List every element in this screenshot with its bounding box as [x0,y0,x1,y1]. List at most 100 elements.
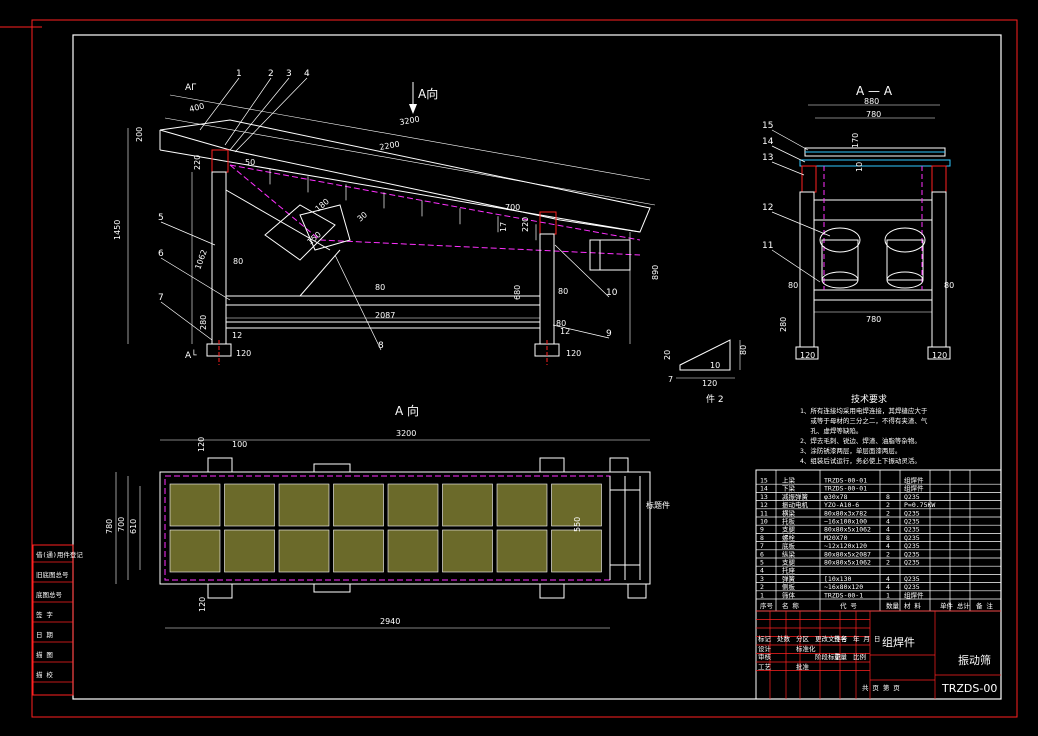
group-label: 组焊件 [882,635,915,649]
tech-note-line: 1、所有连接均采用电焊连接，其焊缝应大于 [800,406,928,415]
title-cell: 处数 [777,634,791,643]
title-cell: 签名 [834,634,847,643]
bom-code: 80x80x5x1062 [824,526,871,534]
line [771,129,809,151]
left-strip-label: 借(通)用件登记 [36,550,83,559]
line [334,254,382,351]
tech-note-line: 孔、虚焊等缺陷。 [800,426,862,435]
bom-mat: 组焊件 [904,476,924,485]
bom-code: 80x80x3x782 [824,509,867,517]
screen-mesh-panel [442,529,493,573]
bom-h-remark: 备 注 [976,601,993,610]
tech-note-line: 3、涂防锈漆两层，单层面漆两层。 [800,446,901,455]
bom-h-code: 代 号 [840,601,857,610]
vibration-motor-left [819,227,861,289]
side-callout-10: 10 [606,288,618,298]
line [552,324,610,339]
bom-no: 9 [760,526,764,534]
bom-mat: Q235 [904,493,920,501]
bom-name: 托板 [782,517,796,526]
section-callout-11: 11 [762,241,773,251]
title-cell: 标准化 [796,644,816,653]
side-callout-3: 3 [286,69,292,79]
bom-code: ~12x120x120 [824,542,867,550]
line [160,301,213,341]
side-dim-280: 280 [199,315,208,330]
inner-frame [72,34,1002,700]
bom-name: 横梁 [782,508,796,517]
line [224,77,272,146]
bom-no: 3 [760,575,764,583]
left-strip-label: 旧底图总号 [36,570,69,579]
side-dim-12: 12 [560,327,570,336]
bom-code: ~16x80x120 [824,583,863,591]
part2-label: 件 2 [706,393,724,405]
side-dim-50: 50 [245,158,255,167]
plan-dim-120: 120 [197,437,206,452]
bom-name: 纵梁 [782,549,796,558]
tech-note-line: 2、焊去毛刺、锐边、焊渣、油脂等杂物。 [800,436,921,445]
side-dim-3200: 3200 [399,115,421,127]
section-mark-bottom: A└ [185,349,197,361]
tech-requirements: 1、所有连接均采用电焊连接，其焊缝应大于 或等于母材的三分之二，不得有夹渣、气 … [800,406,928,465]
bom-no: 15 [760,477,768,485]
side-dim-80: 80 [556,319,566,328]
plan-dim-780: 780 [105,519,114,534]
section-callout-15: 15 [762,121,773,131]
side-callout-1: 1 [236,69,242,79]
side-callout-5: 5 [158,213,164,223]
bom-name: 振动电机 [782,500,809,509]
section-dim-10: 10 [855,162,864,172]
bom-code: TRZDS-00-01 [824,477,867,485]
bom-name: 托座 [782,566,796,575]
bom-code: M20X70 [824,534,848,542]
side-dim-80: 80 [558,287,568,296]
bom-no: 6 [760,550,764,558]
side-dim-700: 700 [505,203,520,212]
screen-mesh-panel [551,529,602,573]
bom-qty: 4 [886,542,890,550]
scale-row: 共 页 第 页 [862,683,900,692]
line [160,221,216,246]
bom-code: [10x130 [824,575,851,583]
side-dim-220: 220 [521,217,530,232]
side-dim-2200: 2200 [379,140,401,152]
bom-qty: 2 [886,550,890,558]
part2-dim-20: 20 [663,350,672,360]
title-cell: 更改文件号 [815,634,848,643]
line [771,161,805,176]
bom-h-mat: 材 料 [904,601,921,610]
screen-mesh-panel [224,529,275,573]
part2-dim-120: 120 [702,379,717,388]
section-dim-80: 80 [788,281,798,290]
screen-mesh-panel [169,483,221,527]
left-strip-label: 描 校 [36,670,53,679]
left-strip-label: 日 期 [36,631,53,639]
part2-dim-7: 7 [668,375,673,384]
tech-note-line: 或等于母材的三分之二，不得有夹渣、气 [800,416,928,425]
bom-mat: Q235 [904,542,920,550]
plan-note: 标题件 [646,500,670,510]
bom-code: φ30x78 [824,493,848,501]
bom-code: TRZDS-00-1 [824,591,863,599]
bom-mat: Q235 [904,526,920,534]
bom-code: 80x80x5x1062 [824,559,871,567]
plan-dim-3200: 3200 [396,429,416,438]
side-dim-890: 890 [651,265,660,280]
bom-no: 7 [760,542,764,550]
bom-h-weight: 单件 总计 [940,601,970,610]
plan-dim-120: 120 [198,597,207,612]
bom-name: 上梁 [782,476,796,485]
bom-no: 11 [760,509,768,517]
title-cell: 比例 [853,652,866,661]
section-dim-120: 120 [800,351,815,360]
part2-dim-80: 80 [739,345,748,355]
screen-mesh-panel [333,483,384,527]
bom-qty: 4 [886,518,890,526]
section-callout-12: 12 [762,203,773,213]
bom-name: 底板 [782,541,796,550]
bom-mat: Q235 [904,550,920,558]
screen-mesh-panel [333,529,384,573]
